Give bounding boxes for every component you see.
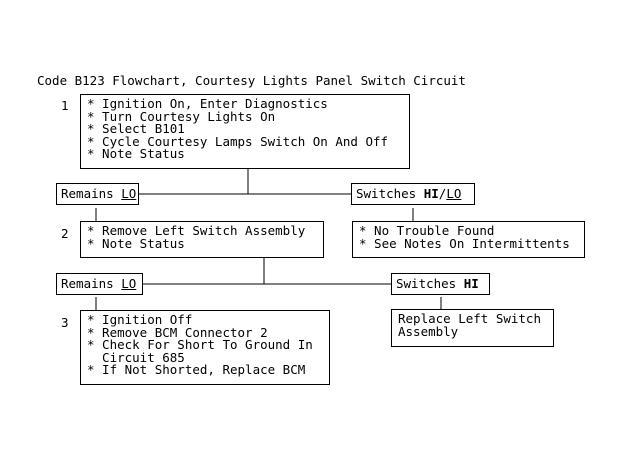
state-hi: HI [423, 186, 439, 201]
result-line: Replace Left Switch [398, 311, 541, 326]
step-3-line: * Remove BCM Connector 2 [87, 324, 268, 340]
step-1-line: * Turn Courtesy Lights On [87, 108, 276, 124]
step-2-box: * Remove Left Switch Assembly * Note Sta… [80, 221, 324, 258]
step-3-box: * Ignition Off * Remove BCM Connector 2 … [80, 310, 330, 385]
state-lo: LO [446, 186, 462, 201]
state-lo: LO [121, 186, 137, 201]
step-1-line: * Note Status [87, 146, 185, 161]
step-2-line: * Remove Left Switch Assembly [87, 223, 306, 238]
result-replace-left-switch: Replace Left Switch Assembly [391, 309, 554, 347]
step-1-box: * Ignition On, Enter Diagnostics * Turn … [80, 94, 410, 169]
result-no-trouble-found: * No Trouble Found * See Notes On Interm… [352, 221, 585, 258]
step-1-line: * Select B101 [87, 121, 185, 136]
flowchart-title: Code B123 Flowchart, Courtesy Lights Pan… [37, 73, 466, 88]
branch-1-remains-lo: Remains LO [56, 183, 139, 205]
state-lo: LO [121, 276, 137, 291]
branch-2-remains-lo: Remains LO [56, 273, 143, 295]
result-line: * See Notes On Intermittents [359, 235, 570, 251]
step-1-line: * Ignition On, Enter Diagnostics [87, 96, 328, 111]
step-3-line: * If Not Shorted, Replace BCM [87, 362, 306, 377]
result-line: Assembly [398, 323, 459, 339]
result-line: * No Trouble Found [359, 223, 495, 238]
step-3-number: 3 [61, 315, 69, 330]
state-hi: HI [463, 276, 479, 291]
step-1-line: * Cycle Courtesy Lamps Switch On And Off [87, 133, 389, 149]
step-3-line: Circuit 685 [87, 349, 185, 365]
step-3-line: * Check For Short To Ground In [87, 337, 313, 352]
step-2-line: * Note Status [87, 235, 185, 251]
step-1-number: 1 [61, 98, 69, 113]
step-3-line: * Ignition Off [87, 312, 193, 327]
step-2-number: 2 [61, 226, 69, 241]
branch-2-switches-hi: Switches HI [391, 273, 490, 295]
branch-1-switches-hi-lo: Switches HI/LO [351, 183, 475, 205]
